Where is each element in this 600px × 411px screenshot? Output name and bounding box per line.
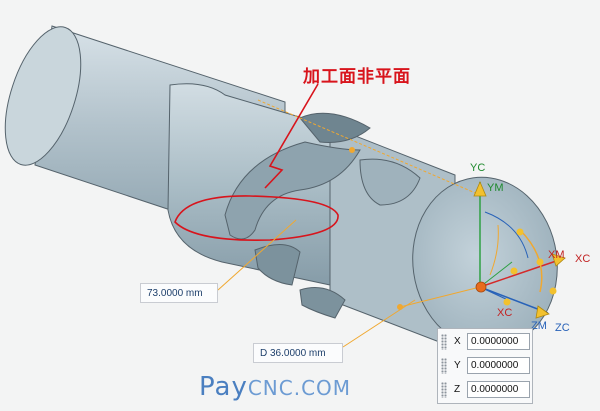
coord-z-input[interactable] [467, 381, 530, 398]
coord-axis-label: Z [454, 384, 461, 395]
coord-axis-label: X [454, 336, 461, 347]
length-line [257, 99, 481, 196]
annotation-markings [174, 83, 339, 241]
axis-label-xm: XM [548, 249, 565, 261]
slot-cut-lower [254, 244, 301, 286]
axis-label-ym: YM [487, 182, 504, 194]
coordinate-triad[interactable]: YC YM XM XC XC ZM ZC [470, 162, 590, 334]
dimension-diameter-label[interactable]: D 36.0000 mm [253, 343, 343, 363]
grip-handle-icon[interactable] [441, 382, 447, 398]
shaft-part[interactable] [0, 18, 568, 359]
coord-row-y: Y [438, 355, 532, 377]
axis-label-yc: YC [470, 162, 485, 174]
watermark-logo: PayCNC.COM [199, 372, 351, 402]
diameter-leader [342, 299, 416, 348]
axis-label-xc-small: XC [497, 307, 512, 319]
annotation-text: 加工面非平面 [303, 67, 411, 86]
axis-label-zc: ZC [555, 322, 570, 334]
slot-cut-bottom [299, 287, 346, 319]
diameter-line [399, 286, 481, 308]
slot-cut-upper [299, 112, 371, 143]
dimension-leaders [217, 99, 481, 348]
coord-y-input[interactable] [467, 357, 530, 374]
annotation-ellipse [174, 195, 339, 241]
axis-label-zm: ZM [531, 320, 547, 332]
grip-handle-icon[interactable] [441, 334, 447, 350]
grip-handle-icon[interactable] [441, 358, 447, 374]
coordinate-input-panel: X Y Z [437, 328, 533, 404]
annotation-leader [264, 83, 319, 189]
watermark-part1: Pay [199, 372, 248, 402]
length-leader [217, 219, 297, 291]
coord-x-input[interactable] [467, 333, 530, 350]
dimension-length-label[interactable]: 73.0000 mm [140, 283, 218, 303]
slot-cut-middle [224, 141, 361, 240]
axis-label-xc: XC [575, 253, 590, 265]
shaft-left-end-face [4, 26, 82, 166]
coord-row-x: X [438, 331, 532, 353]
triad-origin [475, 281, 487, 293]
coord-axis-label: Y [454, 360, 461, 371]
watermark-part2: CNC.COM [247, 376, 352, 400]
saddle-cut [359, 158, 421, 206]
coord-row-z: Z [438, 379, 532, 401]
